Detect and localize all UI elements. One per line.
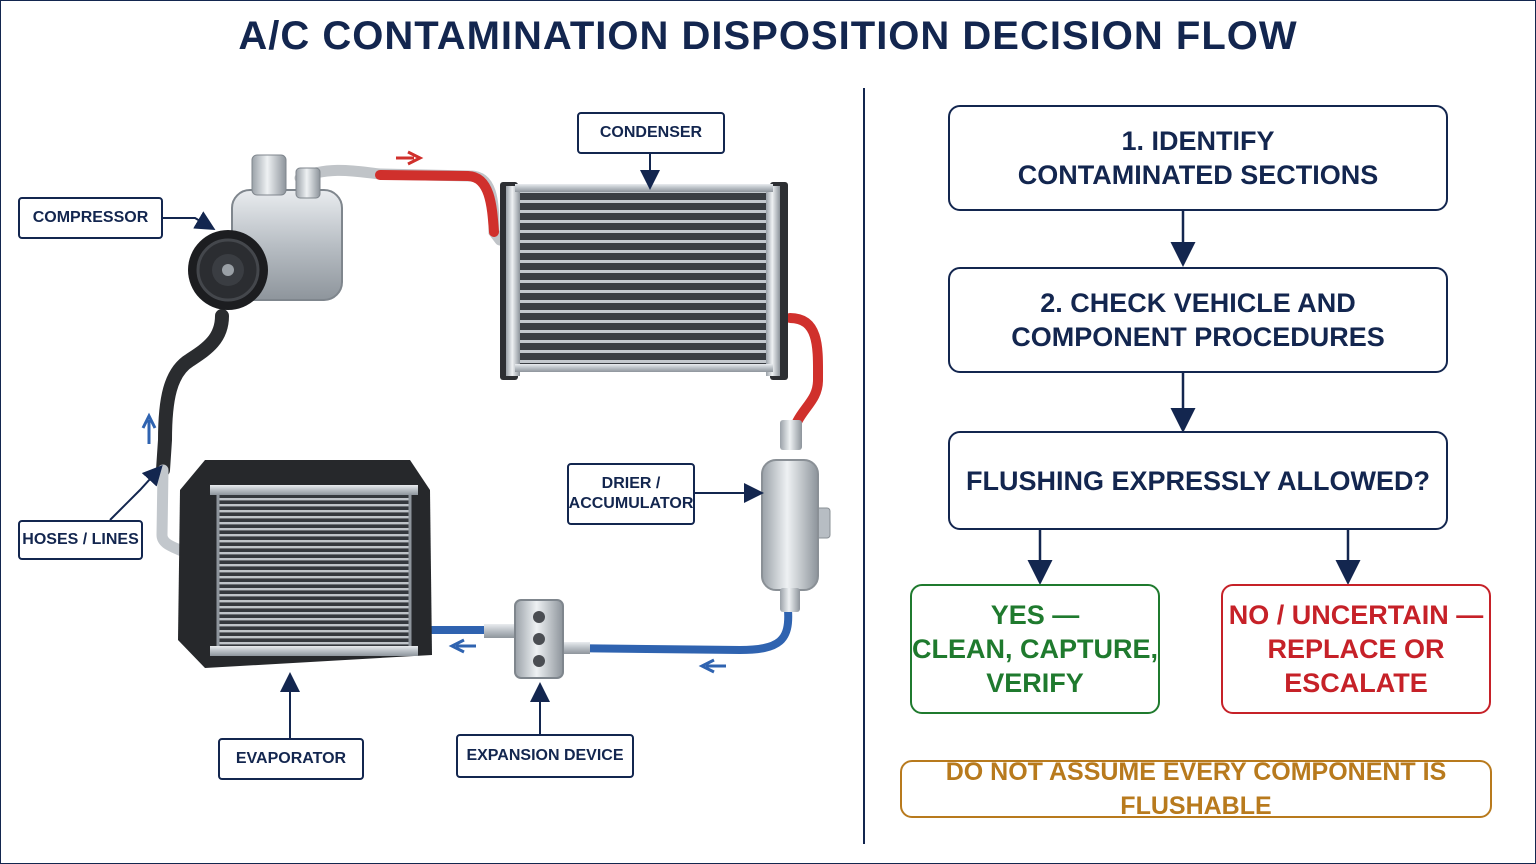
flow-step-check-text: 2. CHECK VEHICLE AND COMPONENT PROCEDURE…: [1011, 288, 1385, 352]
flow-warning: DO NOT ASSUME EVERY COMPONENT IS FLUSHAB…: [900, 758, 1492, 820]
label-compressor: COMPRESSOR: [18, 197, 163, 239]
flow-arrow-blue-left-2: [698, 658, 726, 674]
leader-hoses: [109, 465, 163, 521]
drier-unit: [761, 420, 831, 612]
evaporator-unit: [178, 460, 432, 668]
flow-outcome-no: NO / UNCERTAIN — REPLACE OR ESCALATE: [1221, 584, 1491, 714]
flow-outcome-yes: YES — CLEAN, CAPTURE, VERIFY: [910, 584, 1160, 714]
flow-arrow-red: [396, 150, 424, 166]
flow-outcome-yes-text: YES — CLEAN, CAPTURE, VERIFY: [912, 600, 1159, 698]
leader-compressor: [162, 211, 216, 231]
flow-step-identify: 1. IDENTIFY CONTAMINATED SECTIONS: [948, 105, 1448, 211]
flow-decision-text: FLUSHING EXPRESSLY ALLOWED?: [965, 465, 1431, 496]
compressor-unit: [188, 154, 343, 310]
flow-step-identify-text: 1. IDENTIFY CONTAMINATED SECTIONS: [1017, 126, 1379, 190]
discharge-hose-red: [375, 170, 499, 237]
flow-decision-flushing: FLUSHING EXPRESSLY ALLOWED?: [948, 431, 1448, 530]
flow-outcome-no-text: NO / UNCERTAIN — REPLACE OR ESCALATE: [1228, 600, 1484, 698]
condenser-unit: [500, 182, 788, 380]
flow-step-check-procedures: 2. CHECK VEHICLE AND COMPONENT PROCEDURE…: [948, 267, 1448, 373]
flow-arrow-blue-up: [141, 412, 157, 444]
section-divider: [863, 88, 865, 844]
suction-hose: [156, 309, 229, 477]
expansion-device-unit: [484, 599, 590, 679]
label-drier-accumulator: DRIER / ACCUMULATOR: [567, 463, 695, 525]
label-evaporator: EVAPORATOR: [218, 738, 364, 780]
page-title: A/C CONTAMINATION DISPOSITION DECISION F…: [238, 14, 1298, 58]
label-condenser: CONDENSER: [577, 112, 725, 154]
label-expansion-device: EXPANSION DEVICE: [456, 734, 634, 778]
flow-warning-text: DO NOT ASSUME EVERY COMPONENT IS FLUSHAB…: [945, 758, 1447, 820]
flow-arrow-blue-left-1: [448, 638, 476, 654]
liquid-line-red: [785, 313, 824, 445]
liquid-line-blue: [556, 606, 793, 655]
label-hoses-lines: HOSES / LINES: [18, 520, 143, 560]
